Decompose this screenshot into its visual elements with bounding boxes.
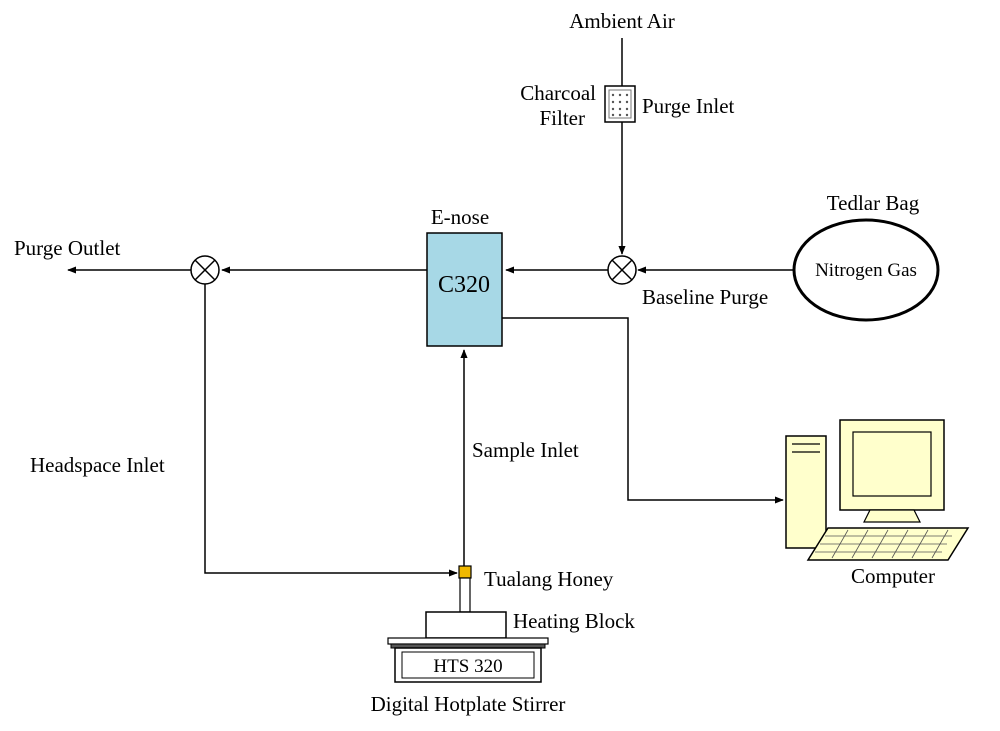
headspace-inlet-line: [204, 284, 458, 577]
computer-label: Computer: [851, 564, 935, 588]
sample-inlet-label: Sample Inlet: [472, 438, 579, 462]
ambient-air-label: Ambient Air: [569, 9, 675, 33]
hotplate-stirrer-icon: [387, 637, 549, 683]
baseline-valve-icon: [607, 255, 637, 285]
digital-hotplate-stirrer-label: Digital Hotplate Stirrer: [371, 692, 566, 716]
headspace-inlet-label: Headspace Inlet: [30, 453, 165, 477]
tedlar-bag-label: Tedlar Bag: [827, 191, 920, 215]
purge-valve-icon: [190, 255, 220, 285]
purge-inlet-label: Purge Inlet: [642, 94, 735, 118]
charcoal-filter-label-line2: Filter: [540, 106, 586, 130]
honey-vial-icon: [458, 565, 472, 613]
e-nose-box: [426, 232, 503, 347]
tualang-honey-label: Tualang Honey: [484, 567, 614, 591]
heating-block-icon: [425, 611, 507, 639]
c320-label: C320: [438, 272, 490, 298]
charcoal-filter-label-line1: Charcoal: [520, 81, 596, 105]
hts-320-label: HTS 320: [433, 656, 502, 677]
nitrogen-gas-label: Nitrogen Gas: [815, 260, 917, 281]
baseline-purge-label: Baseline Purge: [642, 285, 768, 309]
enose-to-computer-line: [502, 317, 784, 504]
heating-block-label: Heating Block: [513, 609, 635, 633]
e-nose-label: E-nose: [431, 205, 489, 229]
charcoal-filter-icon: [604, 85, 636, 123]
purge-outlet-label: Purge Outlet: [14, 236, 121, 260]
computer-icon: [785, 419, 970, 561]
